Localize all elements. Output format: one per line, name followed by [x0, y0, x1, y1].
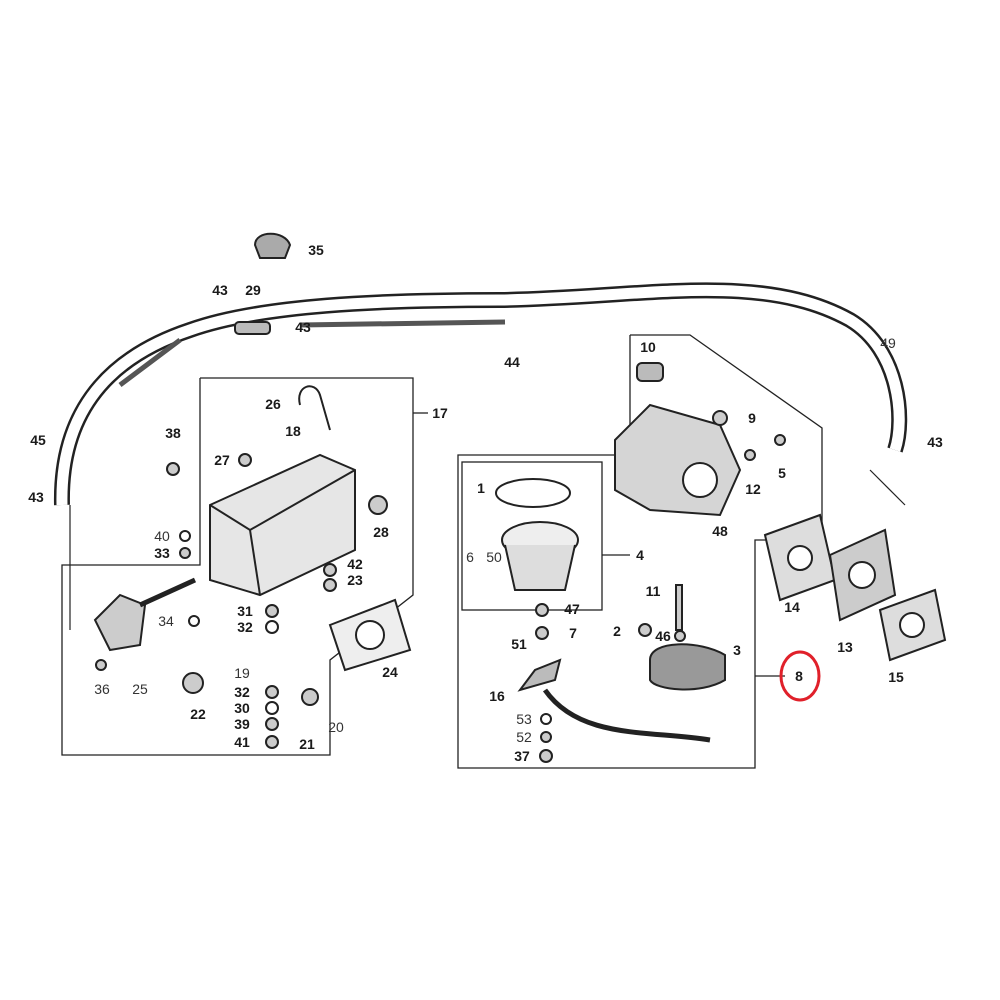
callout-12: 12 [745, 481, 761, 497]
callout-24: 24 [382, 664, 398, 680]
callout-42: 42 [347, 556, 363, 572]
callout-40: 40 [154, 528, 170, 544]
callout-43: 43 [28, 489, 44, 505]
float-3 [649, 643, 726, 691]
callout-53: 53 [516, 711, 532, 727]
callout-5: 5 [778, 465, 786, 481]
clip-35 [253, 232, 292, 259]
callout-31: 31 [237, 603, 253, 619]
callout-51: 51 [511, 636, 527, 652]
callout-21: 21 [299, 736, 315, 752]
callout-2: 2 [613, 623, 621, 639]
callout-27: 27 [214, 452, 230, 468]
callout-39: 39 [234, 716, 250, 732]
callout-22: 22 [190, 706, 206, 722]
callout-41: 41 [234, 734, 250, 750]
callout-28: 28 [373, 524, 389, 540]
callout-45: 45 [30, 432, 46, 448]
group-outline-4 [461, 461, 603, 611]
callout-17: 17 [432, 405, 448, 421]
callout-35: 35 [308, 242, 324, 258]
callout-15: 15 [888, 669, 904, 685]
callout-18: 18 [285, 423, 301, 439]
group-outline-8 [457, 334, 823, 769]
callout-47: 47 [564, 601, 580, 617]
callout-43: 43 [295, 319, 311, 335]
callout-46: 46 [655, 628, 671, 644]
callout-6: 6 [466, 549, 474, 565]
callout-49: 49 [880, 335, 896, 351]
fuel-cock-25 [93, 593, 147, 652]
callout-29: 29 [245, 282, 261, 298]
callout-32: 32 [234, 684, 250, 700]
callout-20: 20 [328, 719, 344, 735]
callout-8-highlighted: 8 [795, 668, 803, 684]
callout-25: 25 [132, 681, 148, 697]
callout-9: 9 [748, 410, 756, 426]
callout-48: 48 [712, 523, 728, 539]
callout-37: 37 [514, 748, 530, 764]
callout-44: 44 [504, 354, 520, 370]
callout-38: 38 [165, 425, 181, 441]
callout-14: 14 [784, 599, 800, 615]
callout-16: 16 [489, 688, 505, 704]
callout-50: 50 [486, 549, 502, 565]
group-outline-17 [61, 377, 414, 756]
callout-52: 52 [516, 729, 532, 745]
callout-19: 19 [234, 665, 250, 681]
callout-36: 36 [94, 681, 110, 697]
callout-32: 32 [237, 619, 253, 635]
callout-7: 7 [569, 625, 577, 641]
callout-13: 13 [837, 639, 853, 655]
callout-10: 10 [640, 339, 656, 355]
callout-23: 23 [347, 572, 363, 588]
callout-34: 34 [158, 613, 174, 629]
highlight-circle-8 [779, 650, 821, 702]
callout-1: 1 [477, 480, 485, 496]
callout-43: 43 [927, 434, 943, 450]
callout-30: 30 [234, 700, 250, 716]
callout-4: 4 [636, 547, 644, 563]
callout-33: 33 [154, 545, 170, 561]
callout-11: 11 [645, 583, 661, 599]
callout-43: 43 [212, 282, 228, 298]
callout-3: 3 [733, 642, 741, 658]
callout-26: 26 [265, 396, 281, 412]
